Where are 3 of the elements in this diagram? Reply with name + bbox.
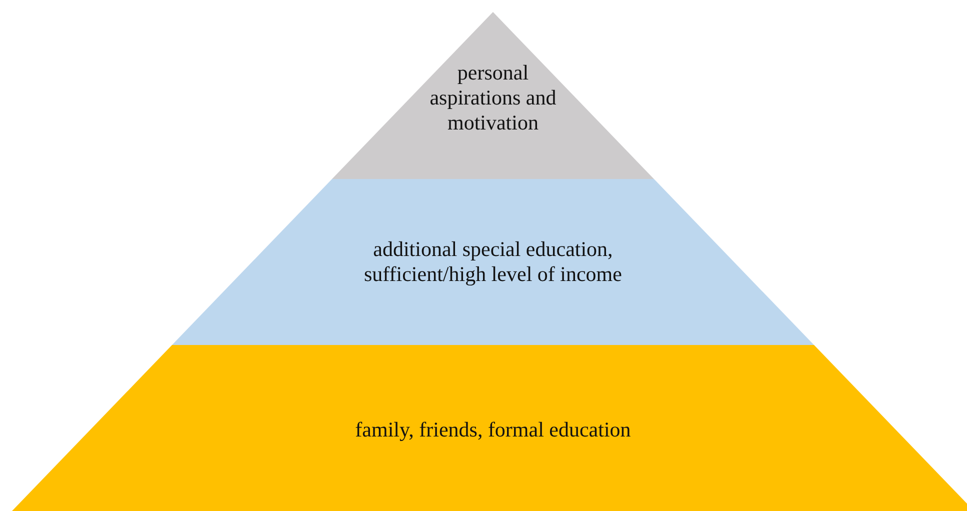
tier-label: additional special education, sufficient/high level of income xyxy=(363,237,623,287)
tier-label: family, friends, formal education xyxy=(354,418,632,442)
tier-label: personal aspirations and motivation xyxy=(428,60,558,136)
